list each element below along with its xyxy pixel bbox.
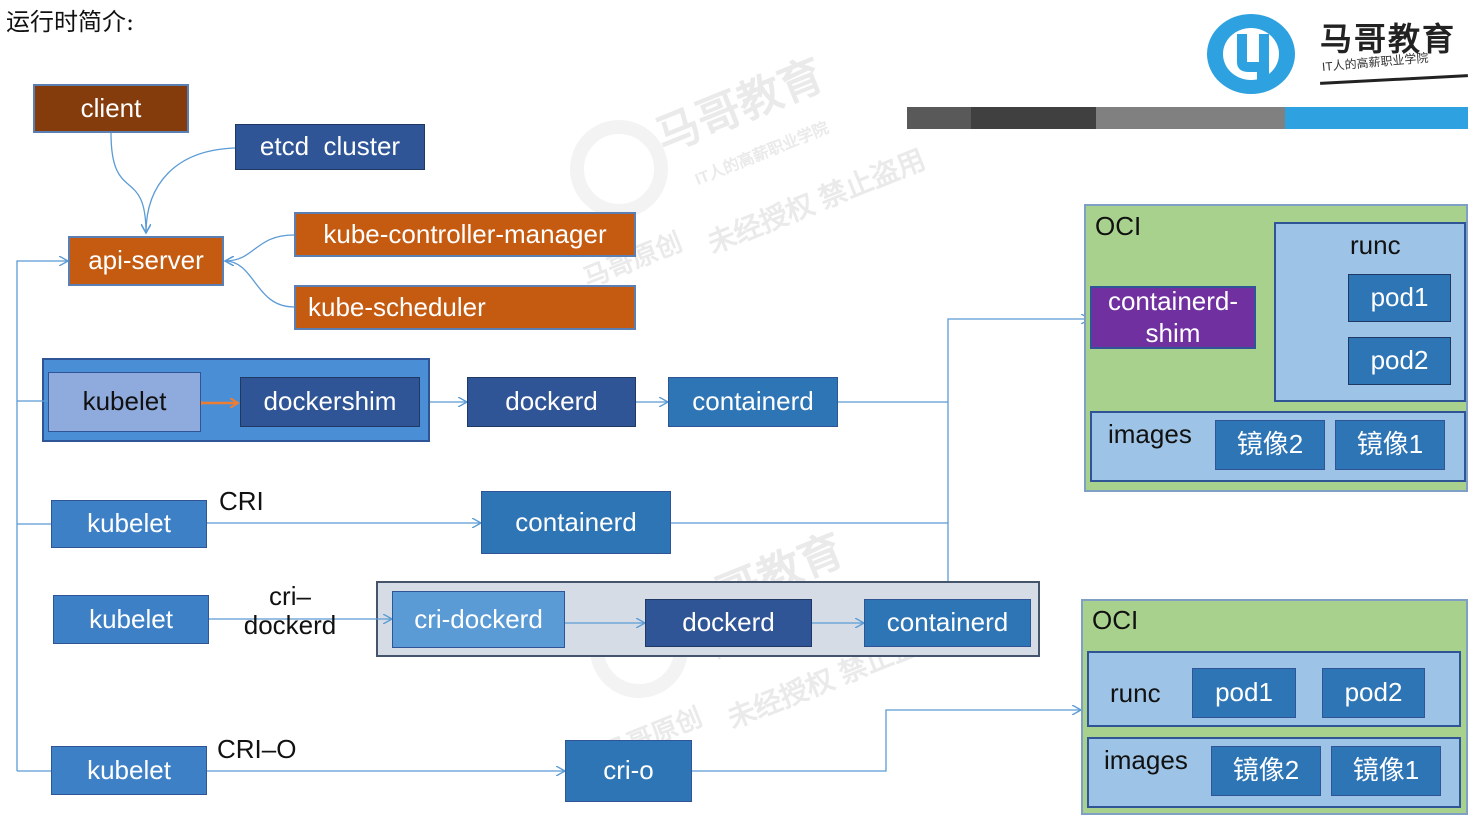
oci-top-title: OCI [1095, 211, 1142, 241]
page-title: 运行时简介: [6, 8, 135, 36]
cri-dockerd-label-line2: dockerd [243, 609, 337, 640]
containerd-shim-line1: containerd- [1107, 286, 1239, 317]
oci-bottom-title: OCI [1092, 605, 1139, 635]
header-band-seg-2 [971, 107, 1096, 129]
containerd-box-row2: containerd [481, 491, 671, 554]
header-band-seg-1 [907, 107, 971, 129]
mage-logo-icon [1203, 12, 1299, 96]
wire-client-to-api [110, 132, 146, 233]
containerd-box-row1: containerd [668, 377, 838, 427]
runc-bottom-label: runc [1110, 678, 1161, 708]
kube-scheduler-box: kube-scheduler [294, 285, 636, 330]
containerd-shim-box: containerd- shim [1090, 286, 1256, 349]
cri-dockerd-label-line1: cri– [269, 581, 311, 611]
mage-logo-svg [1207, 14, 1295, 94]
pod1-bottom-box: pod1 [1192, 668, 1296, 718]
wire-etcd-to-api [146, 147, 236, 233]
header-band-seg-4 [1285, 107, 1468, 129]
wire-controller-to-api [225, 234, 295, 261]
containerd-shim-line2: shim [1145, 317, 1201, 348]
client-box: client [33, 84, 189, 133]
header-band-seg-3 [1096, 107, 1285, 129]
dockershim-box: dockershim [240, 377, 420, 427]
wire-scheduler-to-api [225, 261, 295, 308]
dockerd-box-row3: dockerd [645, 599, 812, 647]
api-server-box: api-server [68, 236, 224, 286]
image1-top-box: 镜像1 [1335, 420, 1445, 470]
pod2-top-box: pod2 [1348, 337, 1451, 385]
kubelet-cri-box: kubelet [51, 500, 207, 548]
header-band [907, 107, 1468, 129]
cri-dockerd-box: cri-dockerd [392, 591, 565, 648]
wire-left-bus [16, 261, 68, 771]
pod2-bottom-box: pod2 [1322, 668, 1425, 718]
kubelet-crio-box: kubelet [51, 746, 207, 795]
image1-bottom-box: 镜像1 [1331, 746, 1441, 796]
pod1-top-box: pod1 [1348, 274, 1451, 322]
dockerd-box-row1: dockerd [467, 377, 636, 427]
image2-top-box: 镜像2 [1215, 420, 1325, 470]
runc-top-label: runc [1350, 230, 1401, 260]
logo-brand-name: 马哥教育 [1320, 21, 1457, 57]
cri-dockerd-label: cri– dockerd [230, 582, 350, 639]
images-top-label: images [1108, 419, 1192, 449]
cri-label: CRI [219, 486, 264, 516]
image2-bottom-box: 镜像2 [1211, 746, 1321, 796]
crio-box: cri-o [565, 740, 692, 802]
etcd-cluster-box: etcd cluster [235, 124, 425, 170]
kubelet-cri-dockerd-box: kubelet [53, 595, 209, 644]
crio-label: CRI–O [217, 734, 297, 764]
kubelet-dockershim-box: kubelet [48, 372, 201, 432]
containerd-box-row3: containerd [864, 599, 1031, 647]
wire-crio-to-oci [692, 710, 1081, 772]
kube-controller-manager-box: kube-controller-manager [294, 212, 636, 257]
images-bottom-label: images [1104, 745, 1188, 775]
wire-oci-bus [947, 319, 1090, 581]
